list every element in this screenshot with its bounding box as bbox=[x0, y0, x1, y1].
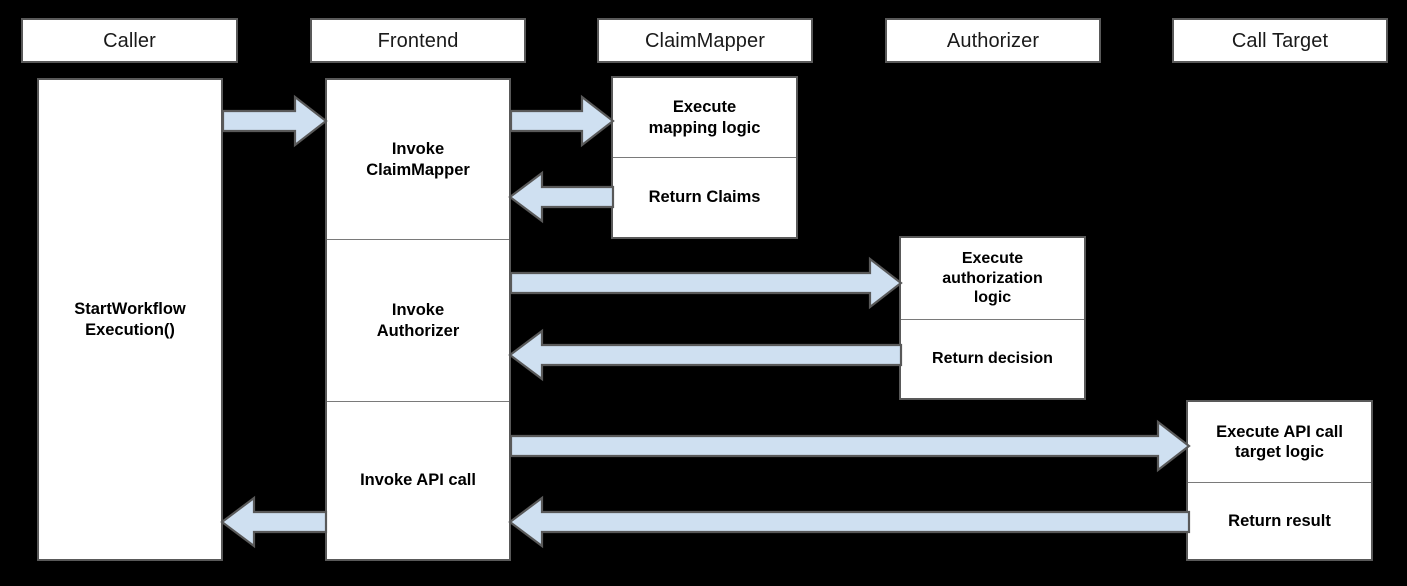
activation-segment-label: Invoke ClaimMapper bbox=[366, 140, 470, 179]
activation-segment-label: Return result bbox=[1228, 511, 1331, 530]
activation-segment-label: Return decision bbox=[932, 350, 1053, 368]
message-arrow-frontend-to-calltarget[interactable] bbox=[509, 419, 1191, 473]
activation-caller[interactable]: StartWorkflow Execution() bbox=[37, 78, 223, 561]
lifeline-header-authorizer[interactable]: Authorizer bbox=[885, 18, 1101, 63]
activation-segment-label: Execute authorization logic bbox=[942, 250, 1043, 307]
activation-segment-authorizer-2[interactable]: Return decision bbox=[901, 319, 1084, 398]
activation-segment-label: Invoke API call bbox=[360, 471, 476, 490]
activation-claimmapper[interactable]: Execute mapping logic Return Claims bbox=[611, 76, 798, 239]
message-arrow-authorizer-to-frontend[interactable] bbox=[508, 328, 903, 382]
message-arrow-frontend-to-authorizer[interactable] bbox=[509, 256, 903, 310]
activation-segment-claimmapper-2[interactable]: Return Claims bbox=[613, 157, 796, 237]
lifeline-header-label: Authorizer bbox=[946, 29, 1040, 52]
activation-segment-claimmapper-1[interactable]: Execute mapping logic bbox=[613, 78, 796, 157]
lifeline-header-label: ClaimMapper bbox=[644, 29, 766, 52]
activation-segment-label: Execute API call target logic bbox=[1216, 422, 1343, 461]
lifeline-header-caller[interactable]: Caller bbox=[21, 18, 238, 63]
message-arrow-claimmapper-to-frontend[interactable] bbox=[508, 170, 615, 224]
activation-segment-label: StartWorkflow Execution() bbox=[74, 300, 186, 339]
activation-segment-authorizer-1[interactable]: Execute authorization logic bbox=[901, 238, 1084, 319]
activation-segment-label: Execute mapping logic bbox=[648, 98, 761, 137]
activation-segment-frontend-2[interactable]: Invoke Authorizer bbox=[327, 239, 509, 401]
lifeline-header-frontend[interactable]: Frontend bbox=[310, 18, 526, 63]
activation-segment-caller-1[interactable]: StartWorkflow Execution() bbox=[39, 80, 221, 559]
lifeline-header-label: Frontend bbox=[377, 29, 459, 52]
activation-segment-frontend-3[interactable]: Invoke API call bbox=[327, 401, 509, 559]
activation-calltarget[interactable]: Execute API call target logic Return res… bbox=[1186, 400, 1373, 561]
activation-segment-frontend-1[interactable]: Invoke ClaimMapper bbox=[327, 80, 509, 239]
message-arrow-calltarget-to-frontend[interactable] bbox=[508, 495, 1191, 549]
activation-segment-label: Return Claims bbox=[648, 188, 761, 207]
activation-authorizer[interactable]: Execute authorization logic Return decis… bbox=[899, 236, 1086, 400]
activation-segment-calltarget-1[interactable]: Execute API call target logic bbox=[1188, 402, 1371, 482]
lifeline-header-claimmapper[interactable]: ClaimMapper bbox=[597, 18, 813, 63]
message-arrow-caller-to-frontend[interactable] bbox=[221, 94, 328, 148]
activation-segment-calltarget-2[interactable]: Return result bbox=[1188, 482, 1371, 559]
lifeline-header-label: Caller bbox=[103, 29, 156, 52]
lifeline-header-label: Call Target bbox=[1231, 29, 1329, 52]
activation-segment-label: Invoke Authorizer bbox=[376, 301, 460, 340]
activation-frontend[interactable]: Invoke ClaimMapper Invoke Authorizer Inv… bbox=[325, 78, 511, 561]
message-arrow-frontend-to-claimmapper[interactable] bbox=[509, 94, 615, 148]
message-arrow-frontend-to-caller[interactable] bbox=[220, 495, 328, 549]
lifeline-header-calltarget[interactable]: Call Target bbox=[1172, 18, 1388, 63]
